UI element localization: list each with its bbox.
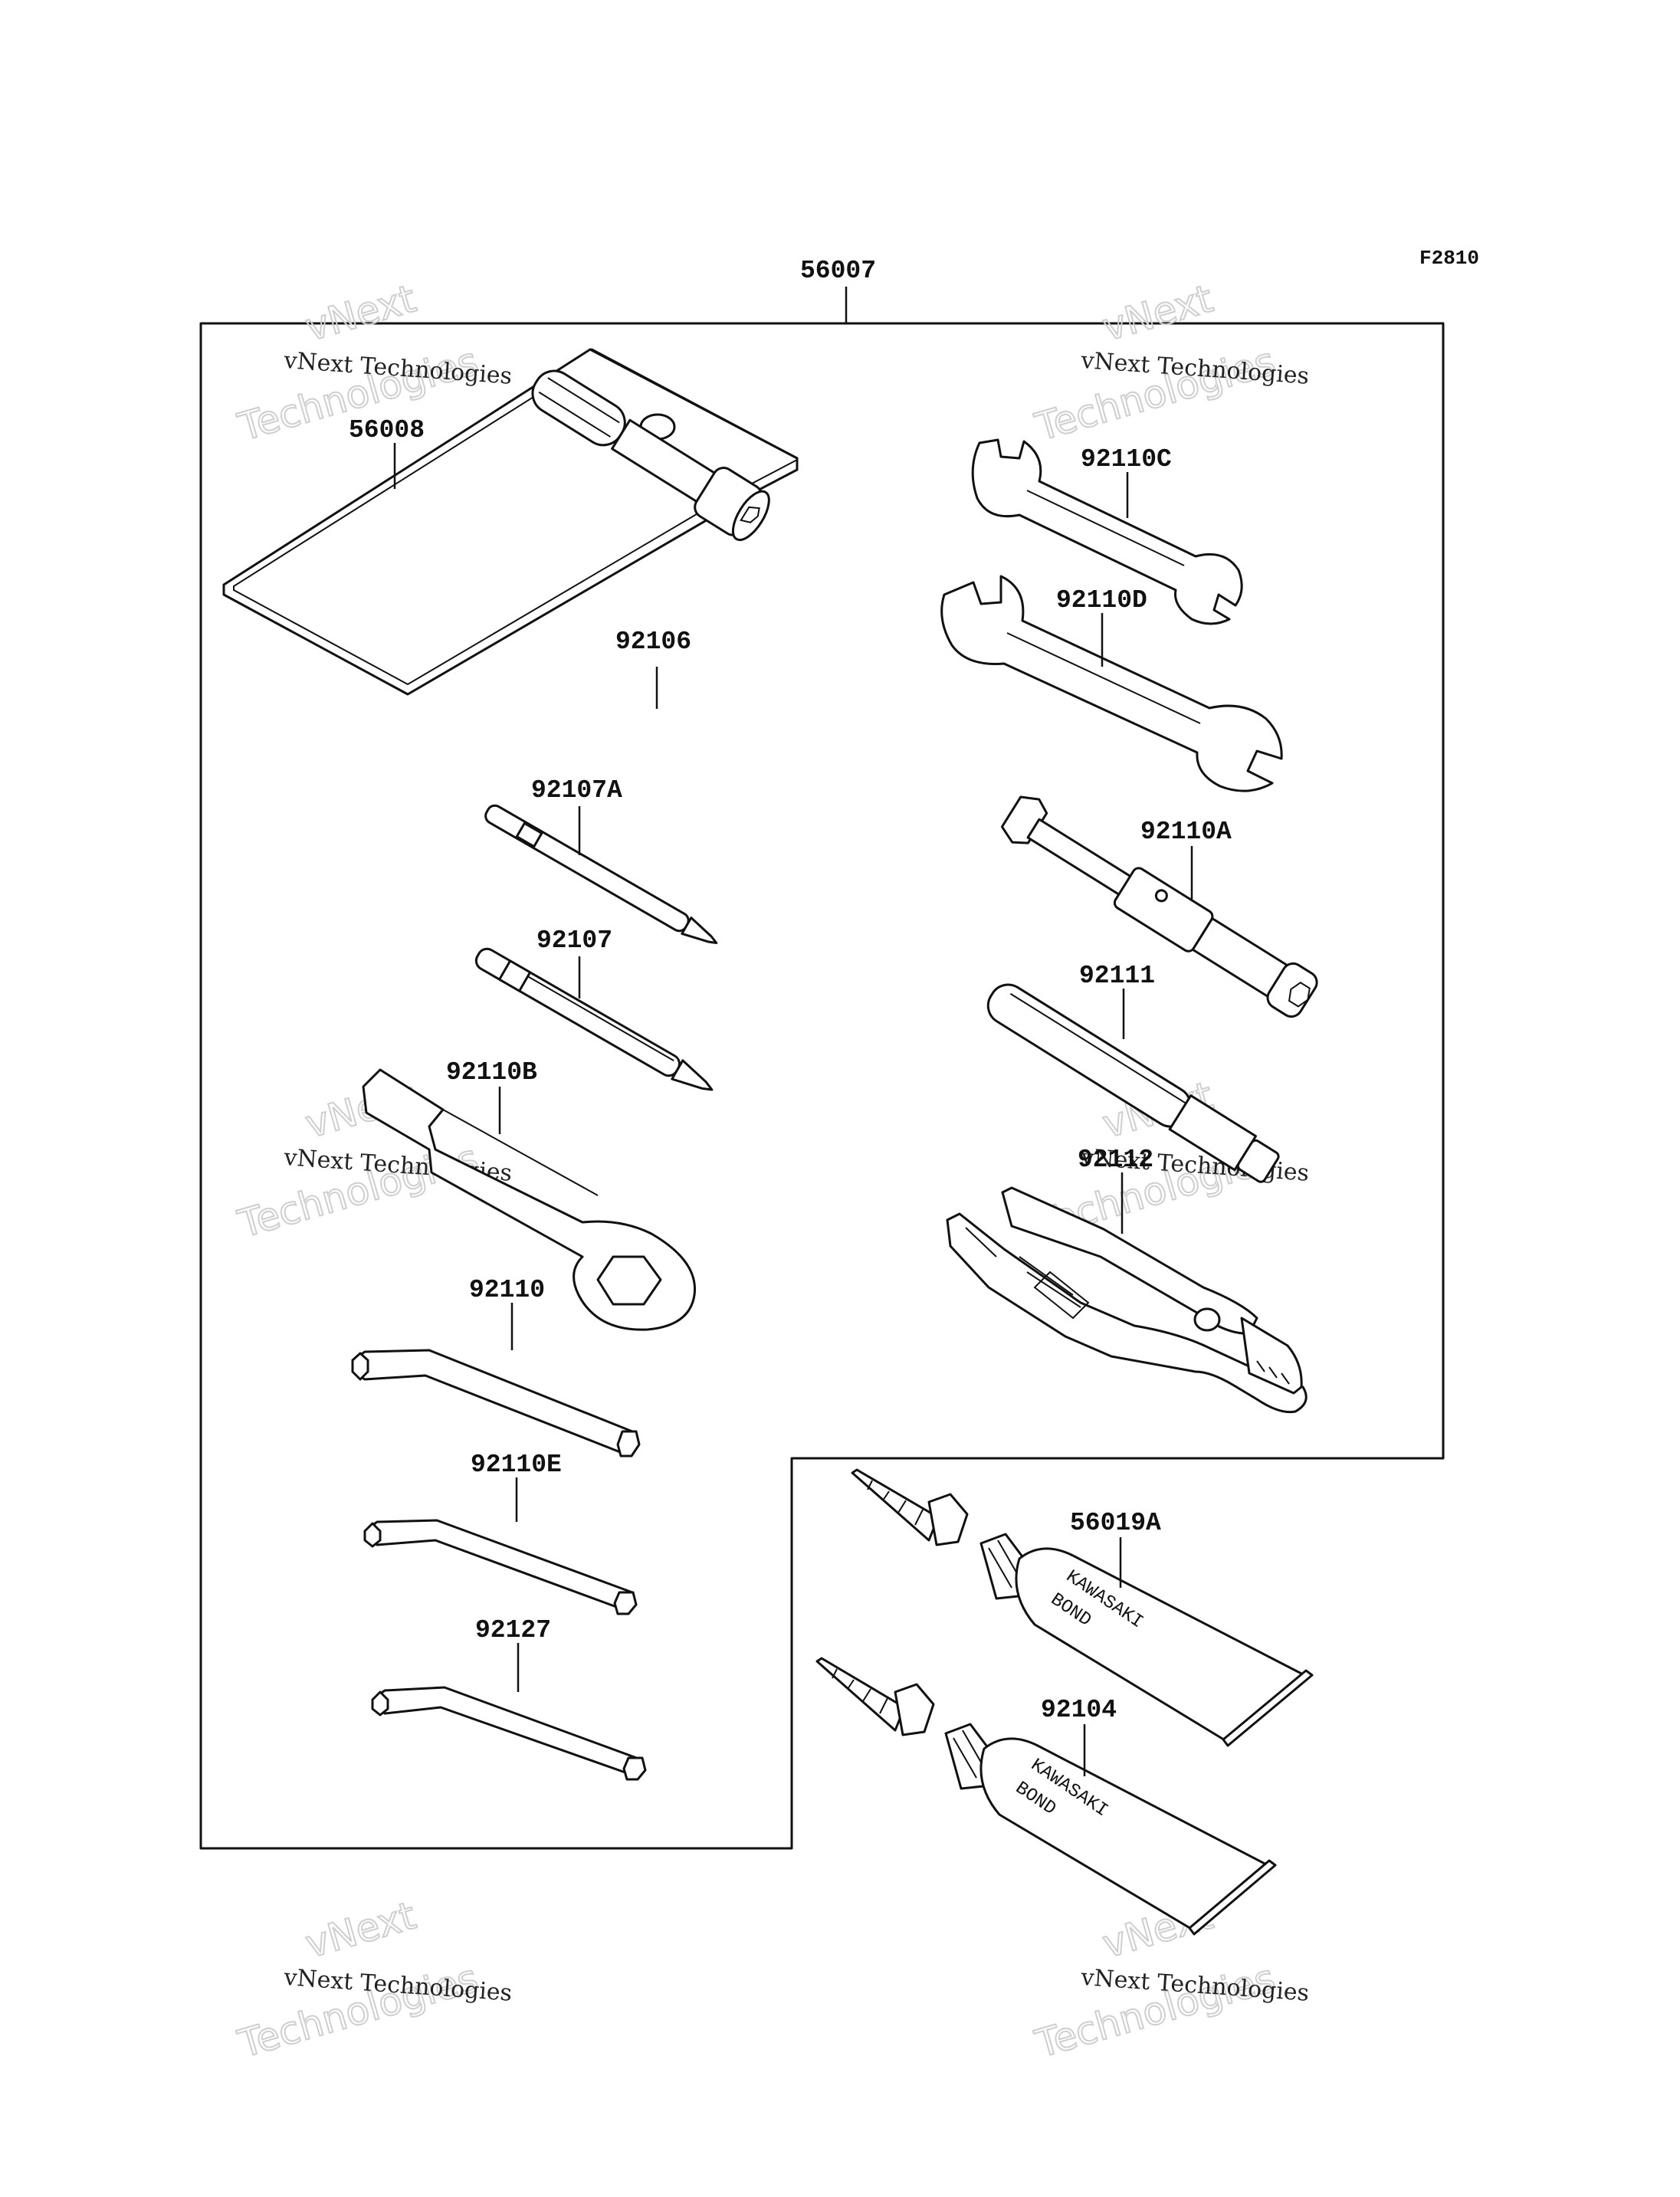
watermark-line1: vNext	[1098, 277, 1217, 350]
part-label-92111[interactable]: 92111	[1079, 962, 1155, 990]
part-label-92107[interactable]: 92107	[536, 926, 612, 955]
watermark-line1: vNext	[300, 1894, 420, 1967]
part-label-92104[interactable]: 92104	[1041, 1696, 1117, 1724]
part-label-92110A[interactable]: 92110A	[1140, 818, 1232, 846]
part-label-92110B[interactable]: 92110B	[446, 1058, 537, 1087]
watermark-bottom-right: vNext Technologies vNext Technologies	[1029, 1893, 1310, 2067]
hex-key-92110E[interactable]	[363, 1519, 638, 1615]
part-label-56008[interactable]: 56008	[349, 416, 425, 444]
hex-key-92127[interactable]	[371, 1686, 647, 1781]
kit-outline	[199, 322, 1445, 1850]
wrench-92110C[interactable]	[971, 438, 1243, 625]
pliers-92112[interactable]	[946, 1186, 1308, 1414]
part-label-92110D[interactable]: 92110D	[1056, 586, 1147, 615]
ring-wrench-92110B[interactable]	[362, 1068, 697, 1331]
part-label-92106[interactable]: 92106	[615, 628, 691, 656]
part-label-92127[interactable]: 92127	[475, 1616, 551, 1644]
part-label-92110[interactable]: 92110	[469, 1276, 545, 1304]
screwdriver-bit-92107A[interactable]	[483, 803, 721, 951]
bond-tube-92104[interactable]: KAWASAKI BOND	[815, 1657, 1277, 1936]
tommy-bar-92111[interactable]	[981, 978, 1281, 1186]
part-label-92112[interactable]: 92112	[1078, 1146, 1153, 1174]
bond-tube-56019A[interactable]: KAWASAKI BOND	[851, 1468, 1314, 1747]
hex-key-92110[interactable]	[351, 1349, 641, 1458]
watermark-top-right: vNext Technologies vNext Technologies	[1029, 276, 1310, 451]
part-label-56007[interactable]: 56007	[800, 257, 876, 285]
part-label-92110C[interactable]: 92110C	[1081, 445, 1172, 474]
part-label-92107A[interactable]: 92107A	[531, 776, 622, 805]
socket-92106-shape[interactable]	[522, 358, 776, 545]
part-label-56019A[interactable]: 56019A	[1070, 1509, 1161, 1537]
screwdriver-bit-92107[interactable]	[473, 946, 717, 1099]
watermark-bottom-left: vNext Technologies vNext Technologies	[232, 1893, 513, 2067]
wrench-92110D[interactable]	[940, 575, 1283, 792]
part-label-92110E[interactable]: 92110E	[471, 1451, 562, 1479]
watermark-line1: vNext	[300, 277, 420, 350]
figure-id: F2810	[1419, 247, 1479, 270]
box-spanner-92110A[interactable]	[997, 790, 1322, 1020]
